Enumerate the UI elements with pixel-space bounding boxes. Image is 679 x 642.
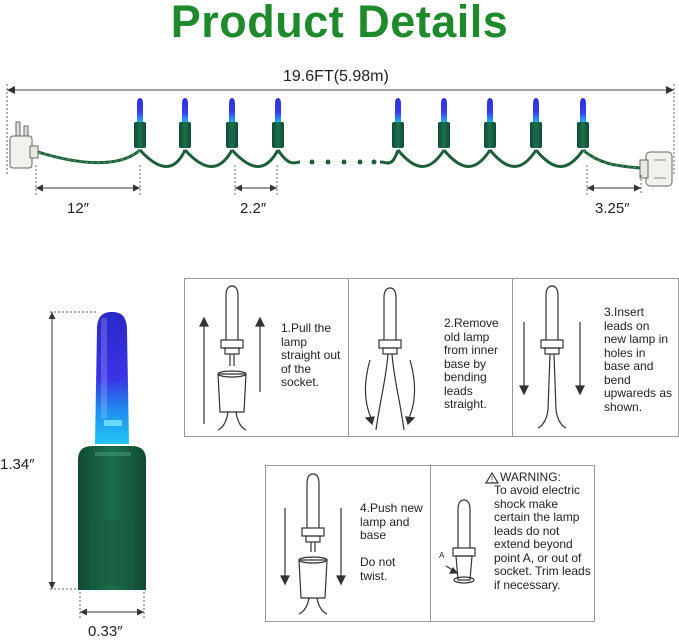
- warning-heading: WARNING:: [500, 470, 561, 484]
- mini-bulb: [272, 98, 284, 148]
- svg-text:!: !: [491, 475, 493, 484]
- mini-bulb: [134, 98, 146, 148]
- point-a-label: A: [439, 551, 445, 560]
- mini-bulb: [392, 98, 404, 148]
- mini-bulb: [577, 98, 589, 148]
- page-title: Product Details: [170, 0, 509, 47]
- lead-length-label: 12″: [67, 200, 89, 217]
- step-4-note: Do not twist.: [360, 555, 396, 583]
- mini-bulb: [226, 98, 238, 148]
- mini-bulb: [179, 98, 191, 148]
- mini-bulb: [530, 98, 542, 148]
- bulb-height-label: 1.34″: [0, 456, 35, 473]
- bulb-closeup: [78, 312, 146, 590]
- end-length-label: 3.25″: [595, 200, 630, 217]
- ellipsis-dots: [309, 159, 377, 165]
- warning-text: To avoid electric shock make certain the…: [494, 483, 591, 592]
- step-4-text: 4.Push new lamp and base: [360, 501, 423, 542]
- step-3-text: 3.Insert leads on new lamp in holes in b…: [604, 305, 673, 414]
- bulb-spacing-label: 2.2″: [240, 200, 267, 217]
- mini-bulb: [484, 98, 496, 148]
- step-1-text: 1.Pull the lamp straight out of the sock…: [281, 321, 341, 389]
- mini-bulb: [438, 98, 450, 148]
- female-plug: [639, 151, 673, 187]
- step-2-text: 2.Remove old lamp from inner base by ben…: [444, 316, 499, 411]
- total-length-label: 19.6FT(5.98m): [283, 68, 389, 85]
- bulb-width-label: 0.33″: [88, 623, 123, 640]
